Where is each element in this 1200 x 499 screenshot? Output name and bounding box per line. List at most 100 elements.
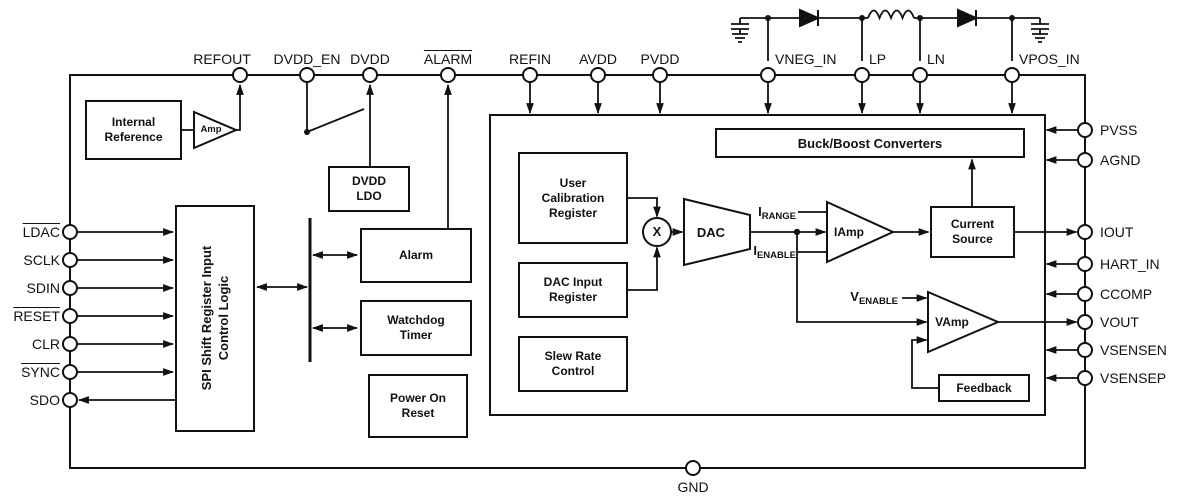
spi-logic-block — [175, 205, 255, 432]
ground-icon-left — [732, 33, 748, 43]
feedback-label: Feedback — [956, 380, 1012, 395]
user-cal-label-3: Register — [548, 205, 598, 220]
amp-label: Amp — [200, 124, 222, 135]
iamp-triangle — [826, 200, 896, 264]
feedback-block: Feedback — [938, 374, 1030, 402]
alarm-label: Alarm — [398, 248, 433, 262]
pin-label-vout: VOUT — [1100, 313, 1139, 331]
junction-vneg — [765, 15, 771, 21]
pin-text-refin: REFIN — [509, 51, 551, 67]
current-source-block: Current Source — [930, 206, 1015, 258]
junction-switch — [304, 129, 310, 135]
dvdd-ldo-block: DVDD LDO — [328, 166, 410, 212]
switch-blade-icon — [306, 108, 365, 133]
pin-text-sync: SYNC — [21, 364, 60, 380]
pin-text-ccomp: CCOMP — [1100, 286, 1153, 302]
pin-label-sclk: SCLK — [0, 251, 60, 269]
junction-ln — [917, 15, 923, 21]
watchdog-timer-block: Watchdog Timer — [360, 300, 472, 356]
pin-label-vsensen: VSENSEN — [1100, 341, 1167, 359]
pin-text-refout: REFOUT — [193, 51, 251, 67]
pin-terminal-sclk — [62, 252, 78, 268]
pin-terminal-vout — [1077, 314, 1093, 330]
dac-input-label-1: DAC Input — [543, 275, 603, 289]
power-on-reset-label-1: Power On — [389, 391, 446, 405]
pin-terminal-ln — [912, 67, 928, 83]
capacitor-icon-left — [731, 18, 749, 34]
dac-input-label-2: Register — [548, 290, 598, 304]
pin-label-sdo: SDO — [0, 391, 60, 409]
pin-text-sdin: SDIN — [26, 280, 60, 296]
inductor-icon — [867, 9, 915, 21]
pin-terminal-lp — [854, 67, 870, 83]
pin-terminal-refout — [232, 67, 248, 83]
pin-label-ldac: LDAC — [0, 223, 60, 241]
pin-label-gnd: GND — [677, 478, 708, 496]
wire-dacinput-to-multiplier — [628, 246, 661, 291]
current-source-label-2: Source — [952, 232, 993, 246]
amp-triangle — [193, 110, 239, 150]
pin-terminal-sync — [62, 364, 78, 380]
capacitor-icon-right — [1031, 18, 1049, 34]
pin-text-vpos-in: VPOS_IN — [1019, 51, 1080, 67]
pin-label-refout: REFOUT — [193, 50, 251, 68]
pin-label-alarm: ALARM — [424, 50, 472, 68]
vamp-triangle — [927, 290, 1001, 354]
watchdog-label-1: Watchdog — [387, 313, 445, 327]
pin-label-sdin: SDIN — [0, 279, 60, 297]
power-on-reset-label-2: Reset — [401, 406, 435, 420]
pin-text-vsensen: VSENSEN — [1100, 342, 1167, 358]
pin-terminal-clr — [62, 336, 78, 352]
pin-text-avdd: AVDD — [579, 51, 617, 67]
pin-text-alarm: ALARM — [423, 51, 473, 67]
internal-reference-label-1: Internal — [111, 115, 156, 129]
pin-text-ln: LN — [927, 51, 945, 67]
iamp-label: IAmp — [834, 225, 864, 239]
pin-text-vsensep: VSENSEP — [1100, 370, 1167, 386]
dac-input-register-block: DAC Input Register — [518, 262, 628, 318]
pin-text-hart-in: HART_IN — [1100, 256, 1160, 272]
pin-terminal-sdo — [62, 392, 78, 408]
pin-label-clr: CLR — [0, 335, 60, 353]
ienable-base: I — [753, 243, 757, 258]
buck-boost-label: Buck/Boost Converters — [797, 135, 943, 151]
pin-label-reset: RESET — [0, 307, 60, 325]
pin-text-agnd: AGND — [1100, 152, 1141, 168]
pin-terminal-vneg-in — [760, 67, 776, 83]
junction-lp — [859, 15, 865, 21]
pin-label-hart-in: HART_IN — [1100, 255, 1160, 273]
ground-icon-right — [1032, 33, 1048, 43]
venable-sub: ENABLE — [858, 296, 898, 307]
pin-label-avdd: AVDD — [579, 50, 617, 68]
irange-base: I — [758, 204, 762, 219]
pin-terminal-refin — [522, 67, 538, 83]
pin-text-pvss: PVSS — [1100, 122, 1138, 138]
pin-terminal-reset — [62, 308, 78, 324]
pin-text-vout: VOUT — [1100, 314, 1139, 330]
pin-label-agnd: AGND — [1100, 151, 1140, 169]
ienable-sub: ENABLE — [756, 250, 796, 261]
irange-label: IRANGE — [696, 204, 796, 222]
current-source-label-1: Current — [950, 217, 995, 231]
pin-text-gnd: GND — [677, 479, 709, 495]
pin-terminal-gnd — [685, 460, 701, 476]
pin-terminal-iout — [1077, 224, 1093, 240]
pin-text-ldac: LDAC — [22, 224, 60, 240]
vamp-label: VAmp — [935, 315, 969, 329]
slew-rate-label-2: Control — [551, 364, 595, 378]
pin-terminal-vpos-in — [1004, 67, 1020, 83]
pin-terminal-pvss — [1077, 122, 1093, 138]
wire-feedback-to-vamp — [911, 336, 938, 389]
pin-text-sdo: SDO — [29, 392, 60, 408]
pin-terminal-vsensen — [1077, 342, 1093, 358]
pin-terminal-dvdd-en — [299, 67, 315, 83]
pin-label-vneg-in: VNEG_IN — [775, 50, 836, 68]
power-on-reset-block: Power On Reset — [368, 374, 468, 438]
pin-text-dvdd-en: DVDD_EN — [273, 51, 341, 67]
pin-label-dvdd: DVDD — [350, 50, 390, 68]
wire-to-vamp — [796, 232, 928, 326]
spi-logic-label-1: SPI Shift Register Input — [199, 245, 214, 391]
pin-text-iout: IOUT — [1100, 224, 1134, 240]
pin-terminal-alarm — [440, 67, 456, 83]
pin-label-refin: REFIN — [509, 50, 551, 68]
